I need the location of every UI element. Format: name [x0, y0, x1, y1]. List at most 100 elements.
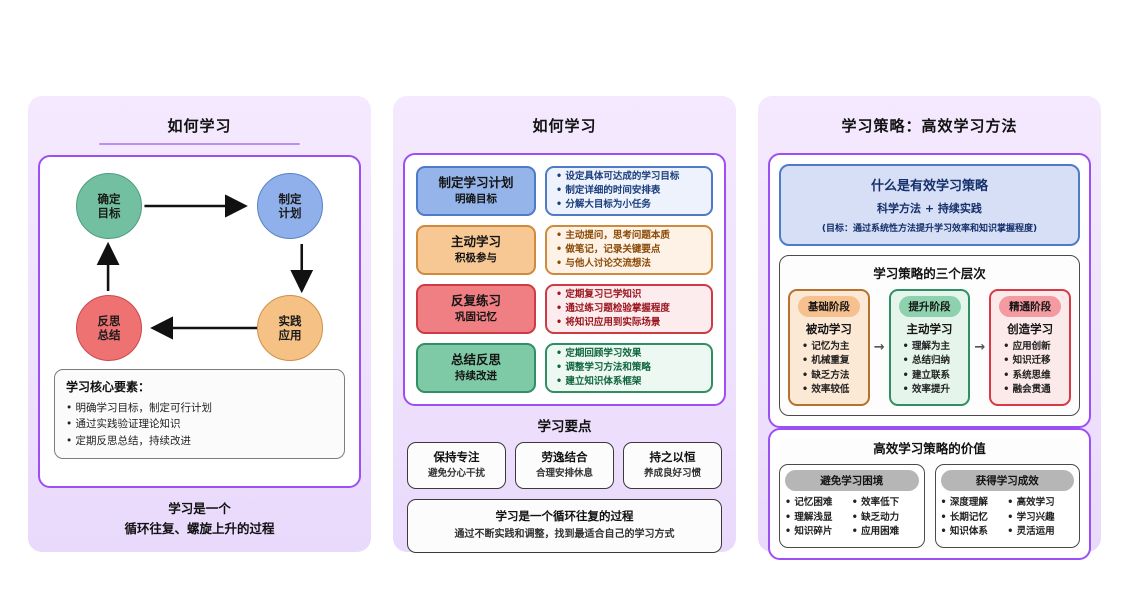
core-elements-item: 通过实践验证理论知识 — [66, 416, 333, 432]
cycle-diagram: 确定 目标 制定 计划 实践 应用 反思 总结 — [54, 169, 345, 365]
method-label-sub: 巩固记忆 — [455, 311, 497, 324]
value-item: 长期记忆 — [941, 511, 1008, 526]
panel3-value-card: 高效学习策略的价值 避免学习困境 记忆困难 理解浅显 知识碎片 效率低下 — [768, 428, 1091, 561]
stage-item: 缺乏方法 — [794, 369, 849, 383]
strategy-intro-formula: 科学方法 + 持续实践 — [877, 202, 982, 215]
value-item: 知识碎片 — [785, 525, 852, 540]
strategy-levels-title: 学习策略的三个层次 — [873, 266, 986, 281]
points-section-title: 学习要点 — [537, 419, 592, 435]
stage-card-basic[interactable]: 基础阶段 被动学习 记忆为主 机械重复 缺乏方法 效率较低 — [788, 289, 870, 406]
value-item: 灵活运用 — [1007, 525, 1074, 540]
cycle-node-reflect[interactable]: 反思 总结 — [76, 295, 142, 361]
value-row: 避免学习困境 记忆困难 理解浅显 知识碎片 效率低下 缺乏动力 应用困难 — [779, 464, 1080, 549]
point-card[interactable]: 持之以恒 养成良好习惯 — [623, 442, 722, 490]
cycle-node-plan-line2: 计划 — [278, 206, 302, 220]
value-item: 高效学习 — [1007, 496, 1074, 511]
method-label-main: 反复练习 — [450, 293, 501, 309]
method-label-sub: 明确目标 — [455, 193, 497, 206]
method-detail-item: 分解大目标为小任务 — [556, 198, 702, 212]
point-sub: 避免分心干扰 — [427, 467, 485, 479]
strategy-intro-heading: 什么是有效学习策略 — [870, 179, 988, 194]
panel3-inner-card: 什么是有效学习策略 科学方法 + 持续实践 (目标：通过系统性方法提升学习效率和… — [768, 153, 1091, 428]
stage-item: 机械重复 — [794, 354, 849, 368]
cycle-node-reflect-line2: 总结 — [97, 328, 121, 342]
stage-item: 融会贯通 — [995, 383, 1051, 397]
cycle-node-goal-line2: 目标 — [97, 206, 121, 220]
panel2-inner-card: 制定学习计划 明确目标 设定具体可达成的学习目标 制定详细的时间安排表 分解大目… — [403, 153, 726, 406]
point-main: 持之以恒 — [649, 450, 696, 464]
value-card-gain[interactable]: 获得学习成效 深度理解 长期记忆 知识体系 高效学习 学习兴趣 灵活运用 — [934, 464, 1080, 549]
method-detail-review: 定期回顾学习效果 调整学习方法和策略 建立知识体系框架 — [545, 343, 713, 393]
method-detail-item: 与他人讨论交流想法 — [556, 257, 702, 271]
panel3-title: 学习策略：高效学习方法 — [841, 117, 1018, 135]
panel1-footer-line1: 学习是一个 — [168, 501, 231, 517]
value-card-pill: 获得学习成效 — [940, 470, 1074, 491]
panel2-summary-line2: 通过不断实践和调整，找到最适合自己的学习方式 — [454, 529, 675, 540]
method-detail-practice: 定期复习已学知识 通过练习题检验掌握程度 将知识应用到实际场景 — [545, 284, 713, 334]
cycle-node-plan[interactable]: 制定 计划 — [257, 173, 323, 239]
method-label-review[interactable]: 总结反思 持续改进 — [416, 343, 536, 393]
core-elements-item: 定期反思总结，持续改进 — [66, 433, 333, 449]
method-detail-item: 通过练习题检验掌握程度 — [556, 302, 702, 316]
core-elements-heading: 学习核心要素： — [66, 380, 151, 394]
method-label-active[interactable]: 主动学习 积极参与 — [416, 225, 536, 275]
strategy-levels-box: 学习策略的三个层次 基础阶段 被动学习 记忆为主 机械重复 缺乏方法 效率较低 … — [779, 255, 1080, 416]
panel-learning-strategy: 学习策略：高效学习方法 什么是有效学习策略 科学方法 + 持续实践 (目标：通过… — [758, 96, 1101, 561]
panel1-title-rule — [99, 143, 300, 145]
panel1-inner-card: 确定 目标 制定 计划 实践 应用 反思 总结 学习核心要素： 明确学习 — [38, 155, 361, 489]
panel2-summary-line1: 学习是一个循环往复的过程 — [495, 509, 634, 524]
stage-mode: 创造学习 — [1007, 322, 1054, 336]
value-item: 知识体系 — [941, 525, 1008, 540]
cycle-node-goal-line1: 确定 — [97, 191, 121, 206]
stage-item: 应用创新 — [995, 340, 1051, 354]
panel2-title: 如何学习 — [532, 117, 597, 135]
method-row: 制定学习计划 明确目标 设定具体可达成的学习目标 制定详细的时间安排表 分解大目… — [416, 166, 713, 216]
cycle-node-practice-line1: 实践 — [278, 313, 302, 328]
method-label-plan[interactable]: 制定学习计划 明确目标 — [416, 166, 536, 216]
stage-mode: 主动学习 — [906, 322, 953, 336]
strategy-intro-box: 什么是有效学习策略 科学方法 + 持续实践 (目标：通过系统性方法提升学习效率和… — [779, 164, 1080, 246]
panel-learning-cycle: 如何学习 确定 目标 — [28, 96, 371, 552]
method-detail-item: 定期复习已学知识 — [556, 288, 702, 302]
value-item: 记忆困难 — [785, 496, 852, 511]
value-card-avoid[interactable]: 避免学习困境 记忆困难 理解浅显 知识碎片 效率低下 缺乏动力 应用困难 — [779, 464, 925, 549]
stage-item: 知识迁移 — [995, 354, 1051, 368]
stage-item: 效率提升 — [895, 383, 950, 397]
value-item: 应用困难 — [852, 525, 919, 540]
cycle-node-practice[interactable]: 实践 应用 — [257, 295, 323, 361]
point-main: 劳逸结合 — [541, 450, 588, 464]
value-item: 深度理解 — [941, 496, 1008, 511]
panel1-title: 如何学习 — [167, 117, 232, 135]
point-sub: 养成良好习惯 — [643, 467, 701, 479]
core-elements-box: 学习核心要素： 明确学习目标，制定可行计划 通过实践验证理论知识 定期反思总结，… — [54, 369, 345, 459]
point-sub: 合理安排休息 — [535, 467, 593, 479]
cycle-node-goal[interactable]: 确定 目标 — [76, 173, 142, 239]
stage-pill: 提升阶段 — [898, 296, 961, 317]
stage-arrow-icon: → — [974, 340, 986, 355]
method-detail-active: 主动提问，思考问题本质 做笔记，记录关键要点 与他人讨论交流想法 — [545, 225, 713, 275]
value-item: 缺乏动力 — [852, 511, 919, 526]
method-detail-plan: 设定具体可达成的学习目标 制定详细的时间安排表 分解大目标为小任务 — [545, 166, 713, 216]
method-label-practice[interactable]: 反复练习 巩固记忆 — [416, 284, 536, 334]
method-detail-item: 调整学习方法和策略 — [556, 361, 702, 375]
strategy-levels-row: 基础阶段 被动学习 记忆为主 机械重复 缺乏方法 效率较低 → 提升阶段 主动学… — [788, 289, 1072, 406]
cycle-node-plan-line1: 制定 — [278, 191, 302, 206]
panel1-footer: 学习是一个 循环往复、螺旋上升的过程 — [38, 488, 361, 540]
method-row: 反复练习 巩固记忆 定期复习已学知识 通过练习题检验掌握程度 将知识应用到实际场… — [416, 284, 713, 334]
point-card[interactable]: 保持专注 避免分心干扰 — [407, 442, 506, 490]
core-elements-item: 明确学习目标，制定可行计划 — [66, 400, 333, 416]
value-section: 高效学习策略的价值 避免学习困境 记忆困难 理解浅显 知识碎片 效率低下 — [779, 438, 1080, 549]
stage-item: 建立联系 — [895, 369, 950, 383]
method-label-sub: 积极参与 — [455, 252, 497, 265]
stage-card-improve[interactable]: 提升阶段 主动学习 理解为主 总结归纳 建立联系 效率提升 — [888, 289, 971, 406]
value-item: 学习兴趣 — [1007, 511, 1074, 526]
method-detail-item: 设定具体可达成的学习目标 — [556, 170, 702, 184]
method-detail-item: 制定详细的时间安排表 — [556, 184, 702, 198]
cycle-node-practice-line2: 应用 — [278, 328, 302, 342]
method-row: 总结反思 持续改进 定期回顾学习效果 调整学习方法和策略 建立知识体系框架 — [416, 343, 713, 393]
method-detail-item: 做笔记，记录关键要点 — [556, 243, 702, 257]
value-card-pill: 避免学习困境 — [785, 470, 919, 491]
stage-card-mastery[interactable]: 精通阶段 创造学习 应用创新 知识迁移 系统思维 融会贯通 — [989, 289, 1072, 406]
point-card[interactable]: 劳逸结合 合理安排休息 — [515, 442, 614, 490]
